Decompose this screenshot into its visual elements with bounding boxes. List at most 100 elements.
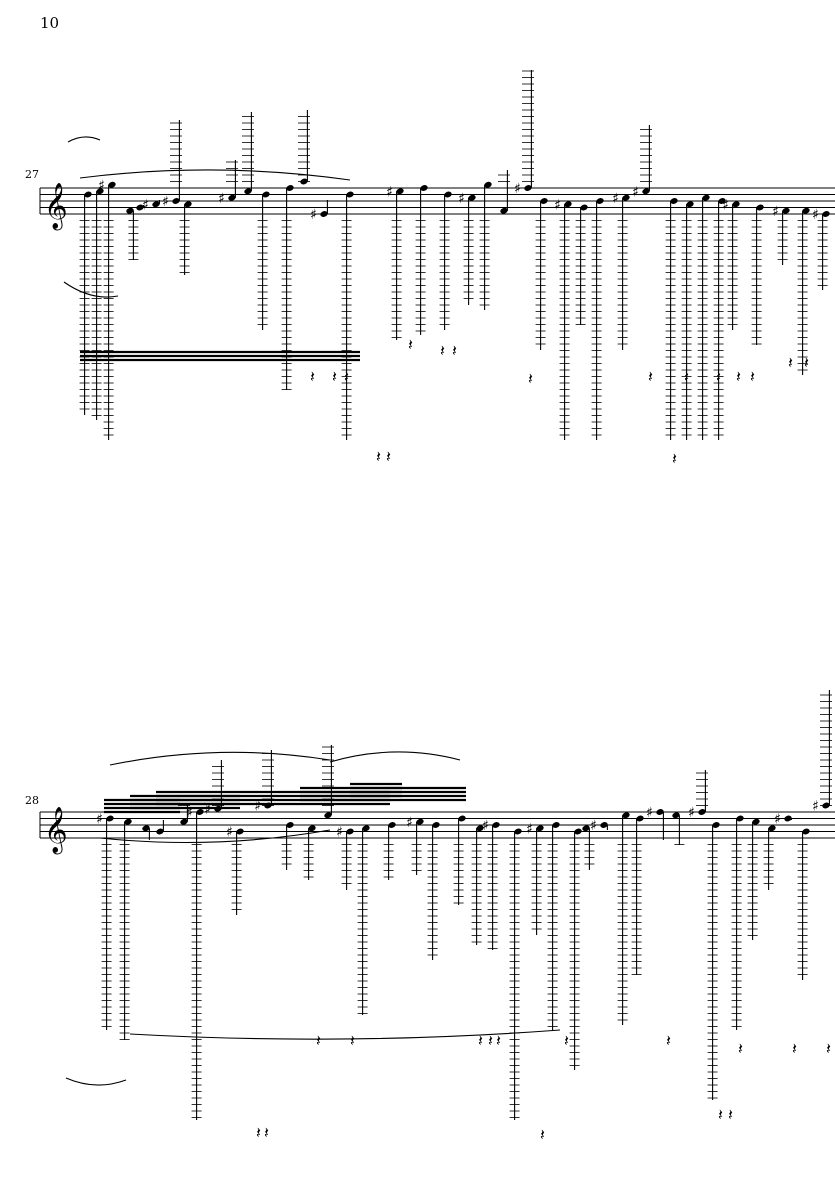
slur bbox=[109, 751, 331, 766]
note-head bbox=[228, 194, 236, 201]
rest-icon: 𝄽 bbox=[788, 353, 793, 372]
rest-icon: 𝄽 bbox=[376, 447, 381, 466]
rest-icon: 𝄽 bbox=[488, 1031, 493, 1050]
note-head bbox=[156, 828, 164, 835]
rest-icon: 𝄽 bbox=[344, 367, 349, 386]
note-head bbox=[636, 815, 644, 822]
note-head bbox=[784, 815, 792, 822]
rest-icon: 𝄽 bbox=[452, 341, 457, 360]
rest-icon: 𝄽 bbox=[684, 367, 689, 386]
note-head bbox=[458, 815, 466, 822]
note-head bbox=[756, 204, 764, 211]
sharp-icon: ♯ bbox=[406, 815, 413, 831]
note-head bbox=[172, 198, 180, 204]
note-head bbox=[702, 194, 710, 201]
note-head bbox=[152, 201, 160, 208]
treble-clef-icon: 𝄞 bbox=[44, 183, 68, 231]
note-head bbox=[420, 185, 428, 191]
rest-icon: 𝄽 bbox=[826, 1039, 831, 1058]
sharp-icon: ♯ bbox=[632, 184, 639, 200]
sharp-icon: ♯ bbox=[774, 812, 781, 828]
note-head bbox=[500, 207, 508, 214]
note-head bbox=[514, 828, 522, 835]
note-head bbox=[622, 194, 630, 201]
note-head bbox=[244, 188, 252, 195]
note-head bbox=[346, 828, 354, 835]
sharp-icon: ♯ bbox=[812, 207, 819, 223]
slur bbox=[329, 751, 461, 763]
measure-number-28: 28 bbox=[25, 794, 39, 807]
sharp-icon: ♯ bbox=[162, 194, 169, 210]
slur bbox=[65, 1077, 127, 1086]
rest-icon: 𝄽 bbox=[386, 447, 391, 466]
sharp-icon: ♯ bbox=[96, 812, 103, 828]
rest-icon: 𝄽 bbox=[528, 369, 533, 388]
rest-icon: 𝄽 bbox=[440, 341, 445, 360]
rest-icon: 𝄽 bbox=[496, 1031, 501, 1050]
rest-icon: 𝄽 bbox=[672, 449, 677, 468]
rest-icon: 𝄽 bbox=[750, 367, 755, 386]
note-head bbox=[106, 815, 114, 822]
sharp-icon: ♯ bbox=[336, 825, 343, 841]
note-head bbox=[736, 815, 744, 822]
note-head bbox=[718, 198, 726, 204]
rest-icon: 𝄽 bbox=[792, 1039, 797, 1058]
rest-icon: 𝄽 bbox=[666, 1031, 671, 1050]
note-head bbox=[574, 828, 582, 835]
note-head bbox=[596, 198, 604, 204]
note-head bbox=[286, 822, 294, 828]
note-head bbox=[686, 201, 694, 208]
note-head bbox=[802, 828, 810, 835]
note-head bbox=[698, 809, 706, 815]
sharp-icon: ♯ bbox=[458, 191, 465, 207]
sharp-icon: ♯ bbox=[310, 207, 317, 223]
slur bbox=[79, 169, 351, 181]
note-head bbox=[180, 818, 188, 825]
note-head bbox=[484, 181, 492, 188]
note-head bbox=[236, 828, 244, 835]
note-head bbox=[536, 825, 544, 832]
note-head bbox=[286, 185, 294, 191]
sharp-icon: ♯ bbox=[554, 197, 561, 213]
treble-clef-icon: 𝄞 bbox=[44, 807, 68, 855]
rest-icon: 𝄽 bbox=[256, 1123, 261, 1142]
note-head bbox=[416, 818, 424, 825]
note-head bbox=[396, 188, 404, 195]
note-head bbox=[308, 825, 316, 832]
note-head bbox=[432, 822, 440, 828]
note-head bbox=[822, 211, 830, 217]
note-head bbox=[582, 825, 590, 832]
sharp-icon: ♯ bbox=[204, 802, 211, 818]
sharp-icon: ♯ bbox=[590, 818, 597, 834]
sharp-icon: ♯ bbox=[186, 805, 193, 821]
note-head bbox=[324, 812, 332, 819]
note-head bbox=[184, 201, 192, 208]
rest-icon: 𝄽 bbox=[716, 367, 721, 386]
note-head bbox=[656, 809, 664, 815]
note-head bbox=[768, 825, 776, 832]
note-head bbox=[672, 812, 680, 819]
note-head bbox=[524, 185, 532, 191]
sharp-icon: ♯ bbox=[142, 197, 149, 213]
rest-icon: 𝄽 bbox=[728, 1105, 733, 1124]
sharp-icon: ♯ bbox=[646, 805, 653, 821]
note-head bbox=[712, 822, 720, 828]
sharp-icon: ♯ bbox=[386, 184, 393, 200]
rest-icon: 𝄽 bbox=[408, 335, 413, 354]
slur bbox=[129, 1029, 561, 1040]
note-head bbox=[552, 822, 560, 828]
note-head bbox=[320, 211, 328, 217]
note-head bbox=[476, 825, 484, 832]
slur bbox=[99, 829, 331, 844]
note-head bbox=[196, 809, 204, 815]
rest-icon: 𝄽 bbox=[736, 367, 741, 386]
page-number: 10 bbox=[40, 14, 60, 32]
note-head bbox=[752, 818, 760, 825]
sharp-icon: ♯ bbox=[722, 197, 729, 213]
note-head bbox=[96, 188, 104, 195]
note-head bbox=[580, 204, 588, 211]
rest-icon: 𝄽 bbox=[718, 1105, 723, 1124]
note-head bbox=[782, 207, 790, 214]
rest-icon: 𝄽 bbox=[316, 1031, 321, 1050]
note-head bbox=[732, 201, 740, 208]
